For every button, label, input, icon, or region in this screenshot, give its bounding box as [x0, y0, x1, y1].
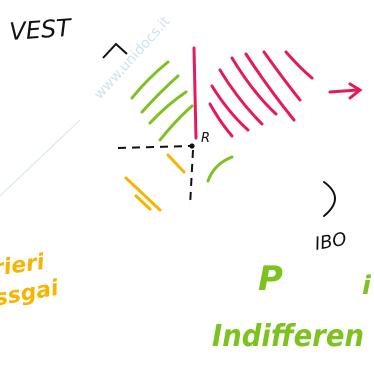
point-r-label: R — [201, 131, 210, 146]
dashed-horizontal — [117, 145, 191, 149]
magenta-arrow-head — [348, 82, 363, 100]
point-r-dot — [189, 143, 195, 149]
i-fragment-label: i — [362, 271, 372, 301]
orange-hatch — [124, 153, 186, 212]
caret-mark — [102, 42, 128, 59]
magenta-hatch — [208, 50, 314, 138]
orange-text-line1: rieri — [0, 250, 47, 282]
dashed-vertical — [189, 149, 194, 207]
magenta-arrow-shaft — [328, 88, 360, 94]
faint-guide-line — [0, 119, 81, 197]
ibo-label: IBO — [313, 229, 348, 255]
p-label: P — [258, 259, 283, 299]
green-hatch-upper — [130, 60, 194, 142]
bracket-curve — [323, 181, 336, 217]
vest-label: VEST — [8, 14, 74, 46]
green-arc — [206, 155, 234, 183]
orange-text-line2: ssgai — [0, 276, 61, 312]
magenta-vertical-axis — [192, 46, 198, 140]
indifferen-label: Indifferen — [212, 319, 364, 354]
